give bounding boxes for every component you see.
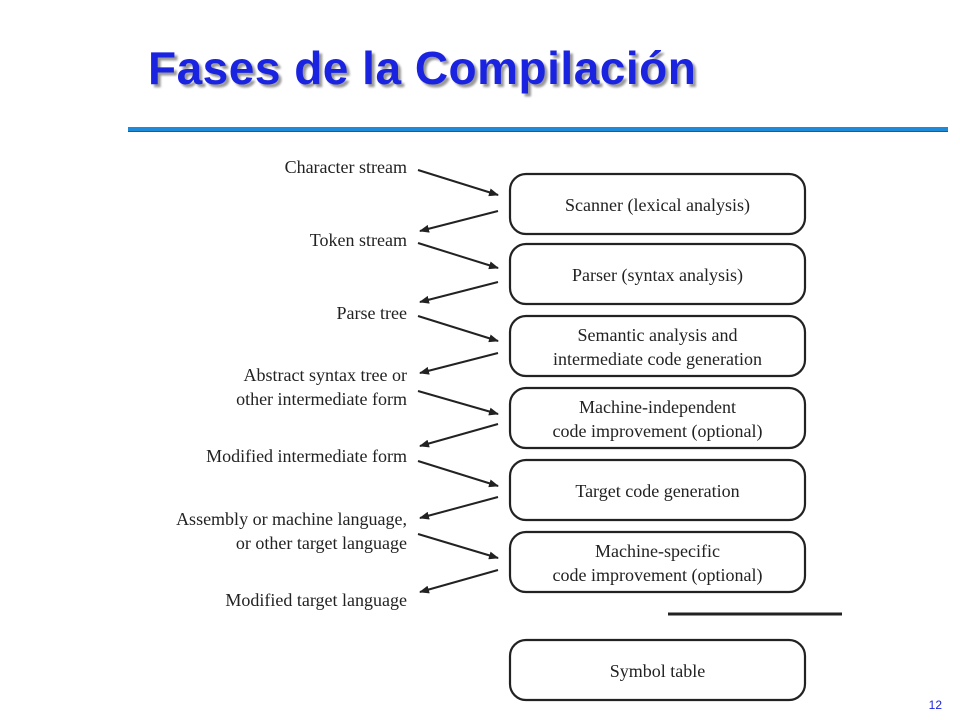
phase-label: code improvement (optional) [553,421,763,442]
representation-label: Abstract syntax tree or [244,365,407,385]
page-number: 12 [928,698,942,712]
phase-boxes: Scanner (lexical analysis) Parser (syntax… [508,172,807,702]
arrow-into-phase [417,533,499,560]
representation-label: or other target language [236,533,407,553]
representation-label: other intermediate form [236,389,407,409]
representation-label: Modified target language [225,590,407,610]
phase-label: Machine-independent [579,397,736,417]
arrow-into-phase [417,242,499,270]
arrow-from-phase [419,281,499,304]
phase-box [508,530,807,594]
arrow-into-phase [417,460,499,488]
representation-label: Parse tree [337,303,407,323]
arrow-from-phase [419,423,499,448]
phase-label: Semantic analysis and [578,325,738,345]
symbol-table-label: Symbol table [610,661,706,681]
representation-label: Assembly or machine language, [176,509,407,529]
phase-label: Scanner (lexical analysis) [565,195,750,216]
arrow-from-phase [419,496,499,520]
phase-box [508,242,807,306]
arrow-into-phase [417,315,499,343]
phase-box [508,314,807,378]
arrow-from-phase [419,352,499,375]
representation-label: Token stream [310,230,407,250]
phase-box [508,172,807,236]
slide-title: Fases de la Compilación [148,42,697,94]
phase-label: code improvement (optional) [553,565,763,586]
phase-box [508,386,807,450]
phase-label: Machine-specific [595,541,720,561]
arrows [417,169,499,594]
symbol-table-box [508,638,807,702]
arrow-from-phase [419,569,499,594]
representation-label: Modified intermediate form [206,446,407,466]
phase-label: intermediate code generation [553,349,762,369]
phase-label: Parser (syntax analysis) [572,265,743,286]
representation-label: Character stream [285,157,407,177]
arrow-into-phase [417,169,499,197]
title-divider [128,127,948,132]
phase-box [508,458,807,522]
arrow-into-phase [417,390,499,416]
phase-label: Target code generation [575,481,739,501]
arrow-from-phase [419,210,499,233]
